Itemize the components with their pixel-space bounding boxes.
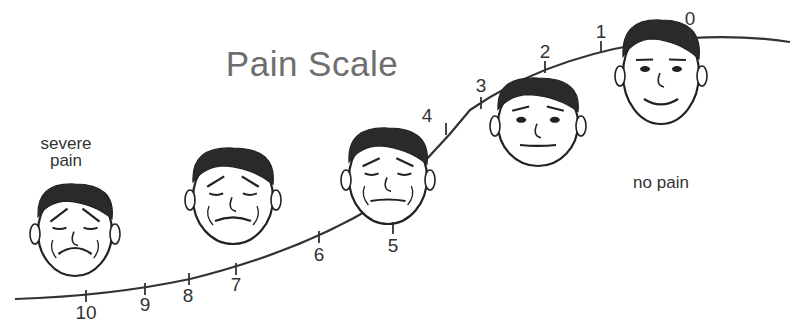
face-ear: [576, 116, 586, 136]
face-eye: [516, 117, 526, 123]
face-eye: [672, 66, 682, 72]
face-mouth: [215, 217, 251, 221]
face-eye: [640, 66, 650, 72]
face-hair: [498, 78, 578, 112]
face-mouth: [370, 200, 405, 202]
face-eye: [243, 193, 257, 195]
face-drawing: [490, 78, 586, 166]
face-brow: [83, 209, 100, 222]
face-eye: [365, 173, 379, 175]
scale-tick: [235, 263, 237, 275]
face-brow: [363, 158, 380, 166]
face-nose: [535, 124, 541, 138]
face-eye: [397, 173, 411, 175]
face-hair: [349, 128, 427, 164]
face-wrinkle: [52, 240, 57, 258]
end-label: severe pain: [34, 135, 98, 169]
face-ear: [110, 224, 120, 244]
face-ear: [697, 66, 707, 86]
tick-group: [86, 28, 690, 302]
face-ear: [490, 116, 500, 136]
scale-number: 1: [596, 21, 607, 43]
face-eye: [84, 228, 98, 230]
scale-number: 7: [231, 274, 242, 296]
face-ear: [341, 170, 351, 190]
face-hair: [38, 184, 112, 219]
face-drawing: [30, 184, 120, 276]
face-wrinkle: [253, 206, 258, 225]
face-nose: [72, 232, 78, 246]
scale-number: 6: [314, 244, 325, 266]
scale-tick: [188, 273, 190, 285]
face-brow: [636, 58, 653, 61]
face-ear: [30, 224, 40, 244]
face-wrinkle: [363, 186, 368, 205]
face-nose: [230, 197, 236, 211]
scale-number: 5: [388, 235, 399, 257]
face-wrinkle: [94, 240, 99, 258]
face-brow: [396, 158, 413, 166]
face-brow: [242, 176, 259, 186]
face-mouth: [644, 99, 678, 104]
face-ear: [615, 66, 625, 86]
scale-number: 10: [75, 302, 96, 324]
scale-number: 2: [540, 41, 551, 63]
scale-tick: [445, 123, 447, 135]
face-nose: [658, 73, 664, 87]
face-brow: [50, 209, 67, 222]
face-brow: [669, 58, 686, 61]
face-eye: [550, 117, 560, 123]
face-drawing: [185, 148, 281, 244]
face-wrinkle: [408, 186, 413, 205]
face-ear: [185, 190, 195, 210]
face-eye: [52, 228, 66, 230]
scale-tick: [85, 290, 87, 302]
scale-tick: [480, 97, 482, 109]
scale-tick: [544, 61, 546, 73]
scale-tick: [144, 283, 146, 295]
face-mouth: [58, 248, 91, 254]
scale-tick: [689, 28, 691, 40]
face-brow: [547, 107, 564, 111]
scale-number: 8: [183, 285, 194, 307]
face-brow: [207, 176, 224, 186]
face-wrinkle: [208, 206, 213, 225]
scale-number: 0: [685, 8, 696, 30]
face-drawing: [341, 128, 435, 224]
scale-number: 3: [476, 75, 487, 97]
face-ear: [425, 170, 435, 190]
face-nose: [385, 177, 391, 191]
end-label: no pain: [633, 174, 689, 191]
face-brow: [512, 107, 529, 111]
face-mouth: [520, 144, 556, 147]
face-eye: [209, 193, 223, 195]
scale-number: 4: [422, 105, 433, 127]
face-group: [30, 20, 707, 276]
scale-tick: [318, 231, 320, 243]
scale-number: 9: [140, 294, 151, 316]
face-ear: [271, 190, 281, 210]
scale-title: Pain Scale: [226, 44, 398, 84]
face-drawing: [615, 20, 707, 124]
face-hair: [193, 148, 273, 184]
scale-tick: [600, 41, 602, 53]
scale-tick: [392, 222, 394, 234]
